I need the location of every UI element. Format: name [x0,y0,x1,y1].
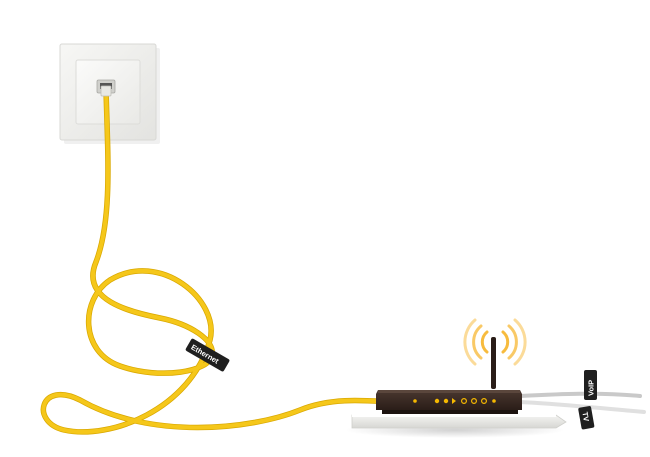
voip-cable [518,391,642,398]
voip-label: VoIP [587,380,596,396]
voip-cable-tag: VoIP [584,370,597,400]
ethernet-cable [40,85,395,435]
tv-label: TV [580,411,591,422]
signal-waves-icon [463,318,527,366]
shelf [345,414,567,438]
wifi-router [376,337,522,414]
router-status-leds [413,398,496,405]
tv-cable-tag: TV [578,406,595,430]
router-antenna [491,337,496,389]
tv-cable [518,400,646,414]
